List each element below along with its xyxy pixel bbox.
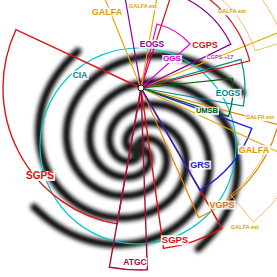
survey-label: UMSB: [195, 107, 219, 115]
survey-wedge: [141, 88, 277, 218]
survey-label: EOGS: [215, 89, 242, 98]
survey-label: GALFA ext: [230, 225, 260, 231]
sun-marker: [138, 85, 144, 91]
survey-wedge: [141, 24, 190, 88]
survey-label: GALFA ext: [245, 115, 275, 121]
survey-label: GRS: [189, 161, 211, 170]
survey-label: CGPS: [191, 41, 219, 50]
survey-label: OGS: [162, 55, 182, 63]
survey-label: VGPS: [208, 201, 235, 210]
survey-wedges: [3, 0, 277, 270]
survey-label: SGPS: [25, 171, 55, 181]
survey-wedge: [231, 147, 277, 222]
survey-label: GALFA ext: [217, 9, 247, 15]
survey-label: SGPS: [161, 235, 189, 245]
survey-label: CGPS +17: [206, 55, 234, 61]
survey-wedge: [109, 88, 147, 270]
survey-wedge: [45, 0, 277, 51]
survey-wedge: [3, 30, 141, 224]
survey-wedge: [141, 88, 222, 248]
survey-label: CIA: [72, 71, 89, 80]
survey-wedge: [141, 88, 252, 190]
survey-wedge: [141, 31, 277, 152]
survey-label: EOGS: [139, 40, 166, 49]
survey-wedge: [124, 0, 231, 88]
survey-label: ATGC: [122, 258, 147, 267]
survey-label: GALFA: [91, 8, 124, 17]
survey-label: GALFA: [238, 146, 271, 155]
survey-label: GALFA ext: [128, 4, 158, 10]
